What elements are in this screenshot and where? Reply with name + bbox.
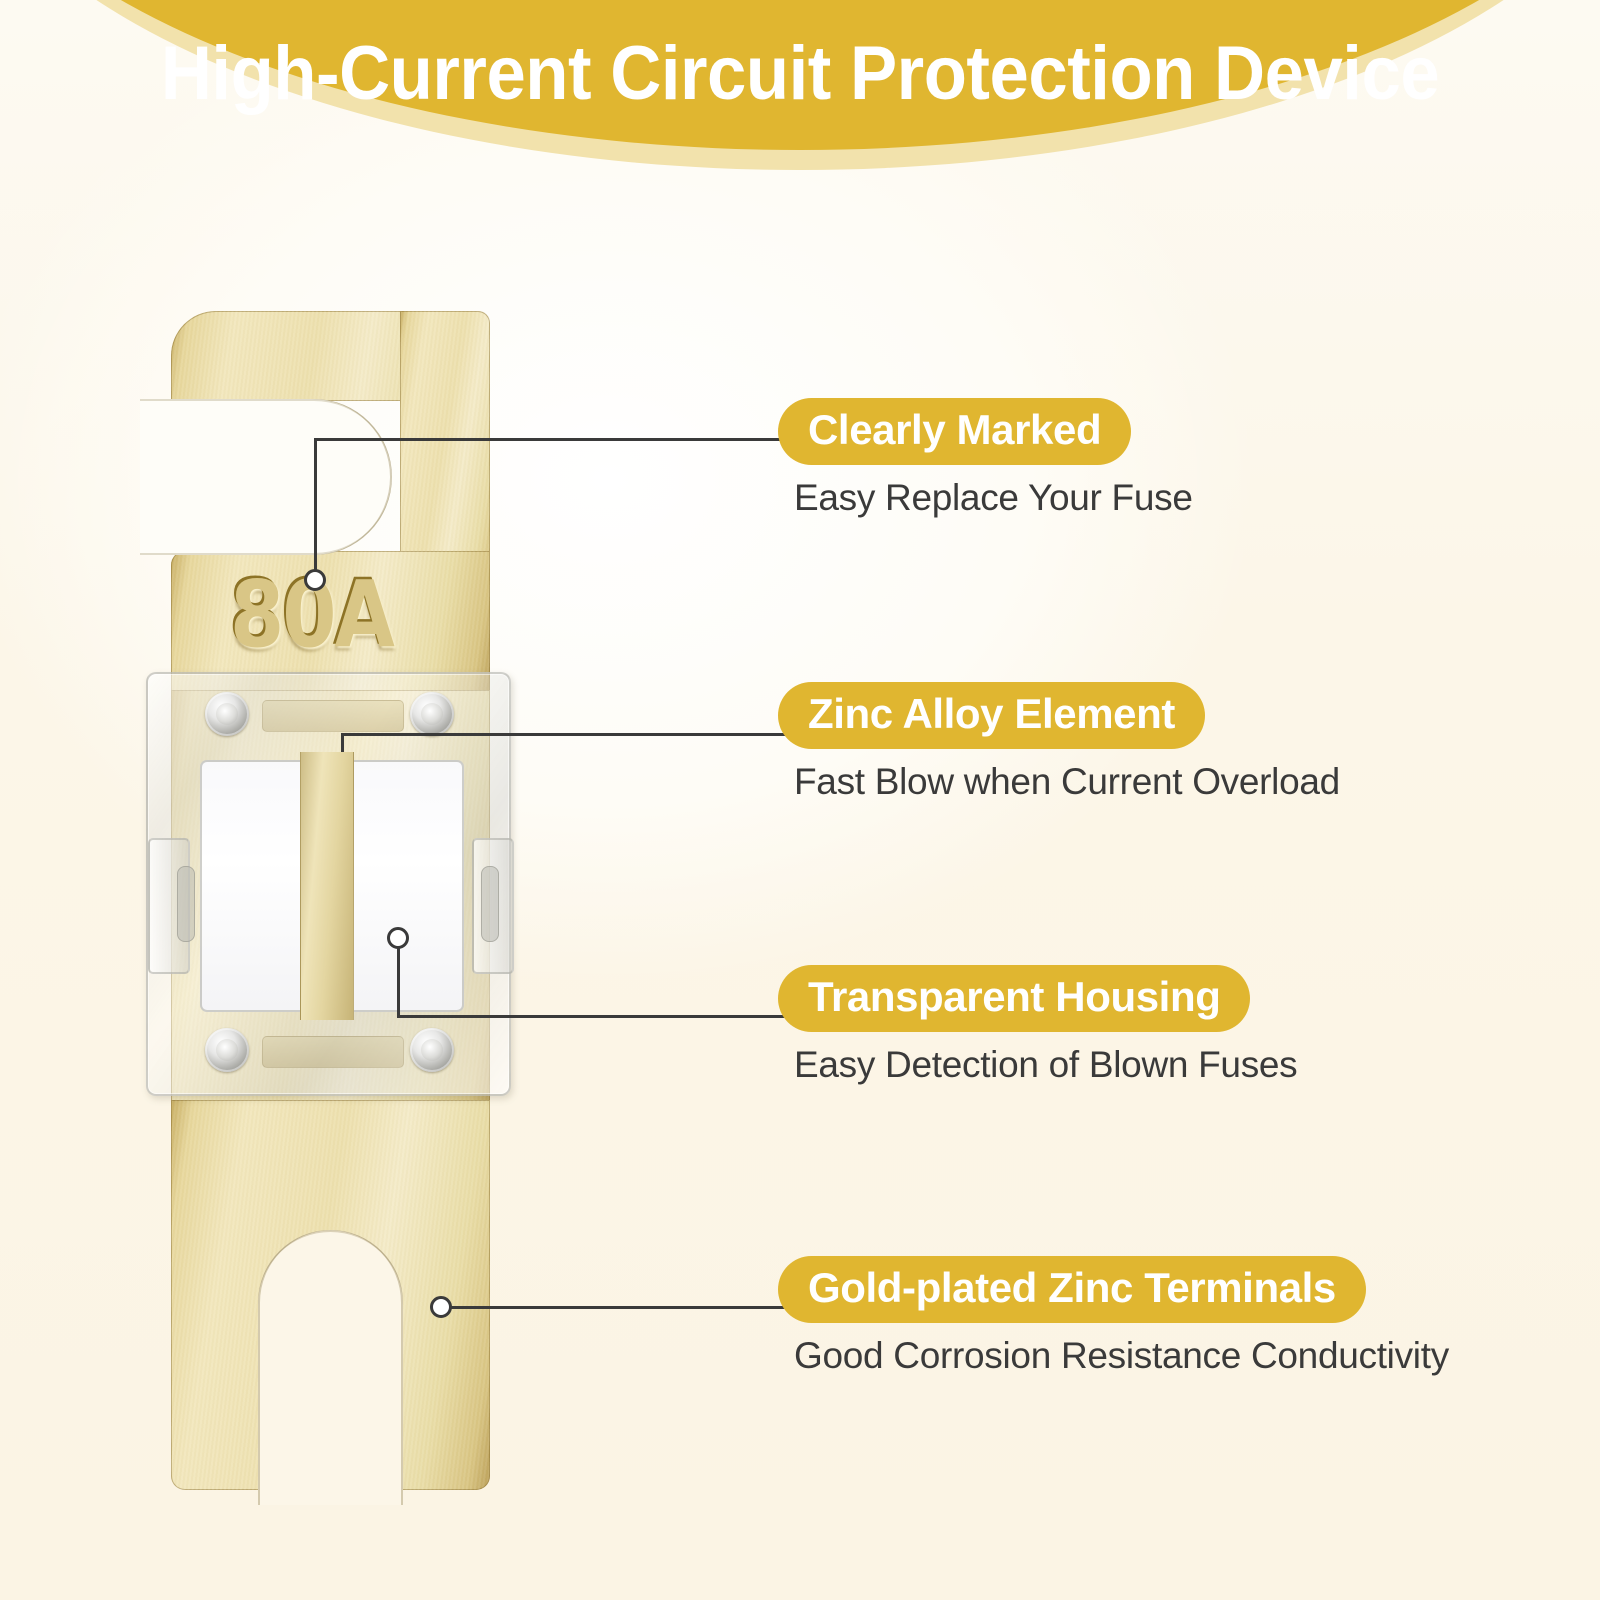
callout-title-clearly-marked: Clearly Marked — [778, 398, 1132, 465]
leader-line-h-clearly-marked — [314, 438, 792, 441]
leader-line-h-transparent-housing — [397, 1015, 792, 1018]
callout-gold-plated-zinc-terminals: Gold-plated Zinc Terminals Good Corrosio… — [778, 1256, 1449, 1374]
marker-dot-gold-plated-zinc-terminals — [430, 1296, 452, 1318]
leader-line-h-gold-plated-zinc-terminals — [448, 1306, 792, 1309]
housing-rivet-top-left — [205, 692, 249, 736]
marker-dot-transparent-housing — [387, 927, 409, 949]
callout-subtitle-transparent-housing: Easy Detection of Blown Fuses — [794, 1044, 1298, 1085]
callout-title-transparent-housing: Transparent Housing — [778, 965, 1251, 1032]
marker-dot-clearly-marked — [304, 569, 326, 591]
callout-subtitle-gold-plated-zinc-terminals: Good Corrosion Resistance Conductivity — [794, 1335, 1449, 1376]
leader-line-v-clearly-marked — [314, 438, 317, 583]
callout-title-gold-plated-zinc-terminals: Gold-plated Zinc Terminals — [778, 1256, 1366, 1323]
callout-title-zinc-alloy-element: Zinc Alloy Element — [778, 682, 1205, 749]
fuse-bottom-slot — [258, 1230, 403, 1505]
product-photo-fuse: 80A — [0, 0, 640, 1600]
callout-transparent-housing: Transparent Housing Easy Detection of Bl… — [778, 965, 1298, 1085]
callout-zinc-alloy-element: Zinc Alloy Element Fast Blow when Curren… — [778, 682, 1340, 800]
callout-subtitle-clearly-marked: Easy Replace Your Fuse — [794, 477, 1193, 518]
page-title: High-Current Circuit Protection Device — [160, 31, 1440, 116]
fuse-zinc-alloy-element-front — [300, 752, 354, 1020]
callout-subtitle-zinc-alloy-element: Fast Blow when Current Overload — [794, 761, 1340, 802]
housing-left-clip-slot — [177, 866, 195, 942]
leader-line-h-zinc-alloy-element — [341, 733, 792, 736]
housing-rivet-top-right — [410, 692, 454, 736]
housing-right-clip-slot — [481, 866, 499, 942]
leader-line-v-transparent-housing — [397, 946, 400, 1018]
housing-rivet-bottom-right — [410, 1028, 454, 1072]
callout-clearly-marked: Clearly Marked Easy Replace Your Fuse — [778, 398, 1193, 516]
fuse-top-notch — [140, 399, 392, 555]
housing-rivet-bottom-left — [205, 1028, 249, 1072]
header-banner: High-Current Circuit Protection Device — [0, 0, 1600, 200]
